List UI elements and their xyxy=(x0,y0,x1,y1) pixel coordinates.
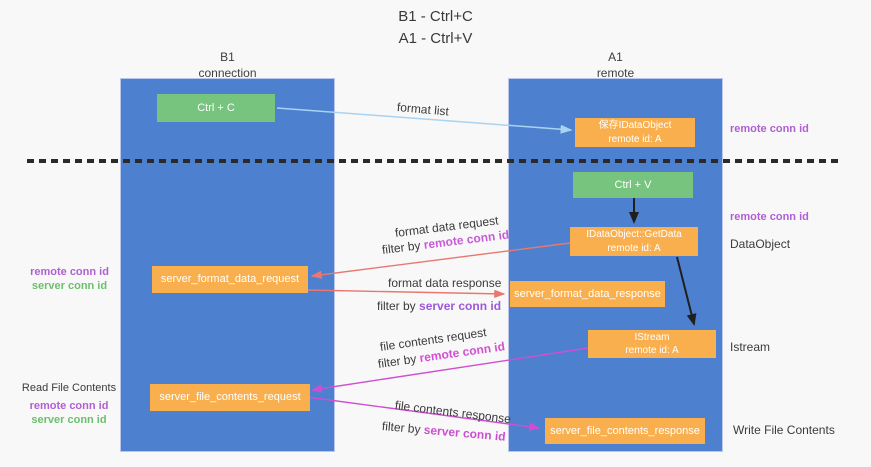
format-response-filter-label: filter by server conn id xyxy=(377,299,501,313)
format-response-arrow xyxy=(306,289,506,299)
read-file-contents-label: Read File Contents xyxy=(21,382,117,394)
remote-conn-id-label-top: remote conn id xyxy=(730,123,809,135)
server-conn-id-label-left-file: server conn id xyxy=(31,413,107,426)
filter-key-server-conn-id: server conn id xyxy=(423,422,507,444)
column-a1-name: A1 xyxy=(608,50,623,64)
remote-conn-id-label-mid: remote conn id xyxy=(730,211,809,223)
getdata-node: IDataObject::GetData remote id: A xyxy=(570,227,698,256)
ctrl-c-node: Ctrl + C xyxy=(157,94,275,122)
remote-conn-id-label-left-format: remote conn id xyxy=(30,266,109,278)
istream-line1: IStream xyxy=(634,331,670,343)
format-response-label: format data response xyxy=(388,276,502,290)
filter-prefix: filter by xyxy=(377,299,420,313)
server-file-contents-request-node: server_file_contents_request xyxy=(150,384,310,411)
filter-prefix: filter by xyxy=(381,419,425,437)
istream-label: Istream xyxy=(730,340,771,354)
file-left-labels: Read File Contents remote conn id server… xyxy=(14,382,124,427)
getdata-line1: IDataObject::GetData xyxy=(586,229,682,240)
page-title: B1 - Ctrl+C A1 - Ctrl+V xyxy=(0,6,871,50)
column-b1-name: B1 xyxy=(220,50,235,64)
getdata-line2: remote id: A xyxy=(607,242,661,254)
server-format-data-request-node: server_format_data_request xyxy=(152,266,308,293)
server-conn-id-label-left-format: server conn id xyxy=(31,279,108,292)
format-list-label: format list xyxy=(396,100,450,119)
ctrl-v-node: Ctrl + V xyxy=(573,172,693,198)
title-line-1: B1 - Ctrl+C xyxy=(398,8,473,25)
column-a1-subtitle: remote xyxy=(596,66,635,81)
format-left-labels: remote conn id server conn id xyxy=(17,266,122,294)
server-file-contents-response-node: server_file_contents_response xyxy=(545,418,705,444)
server-format-data-response-node: server_format_data_response xyxy=(510,281,665,307)
istream-line2: remote id: A xyxy=(625,345,679,356)
save-dataobject-node: 保存IDataObject remote id: A xyxy=(575,118,695,147)
save-dataobject-line1: 保存IDataObject xyxy=(598,120,672,131)
column-b1-subtitle: connection xyxy=(198,66,257,81)
filter-key-server-conn-id: server conn id xyxy=(419,299,502,313)
column-header-a1: A1 remote xyxy=(508,49,723,81)
column-header-b1: B1 connection xyxy=(120,49,335,81)
write-file-contents-label: Write File Contents xyxy=(733,423,835,437)
filter-prefix: filter by xyxy=(377,351,421,371)
filter-prefix: filter by xyxy=(381,237,425,257)
title-line-2: A1 - Ctrl+V xyxy=(398,29,473,47)
save-dataobject-line2: remote id: A xyxy=(608,133,662,145)
remote-conn-id-label-left-file: remote conn id xyxy=(29,399,109,412)
istream-node: IStream remote id: A xyxy=(588,330,716,358)
dashed-separator-line xyxy=(27,159,838,163)
dataobject-label: DataObject xyxy=(730,237,791,251)
